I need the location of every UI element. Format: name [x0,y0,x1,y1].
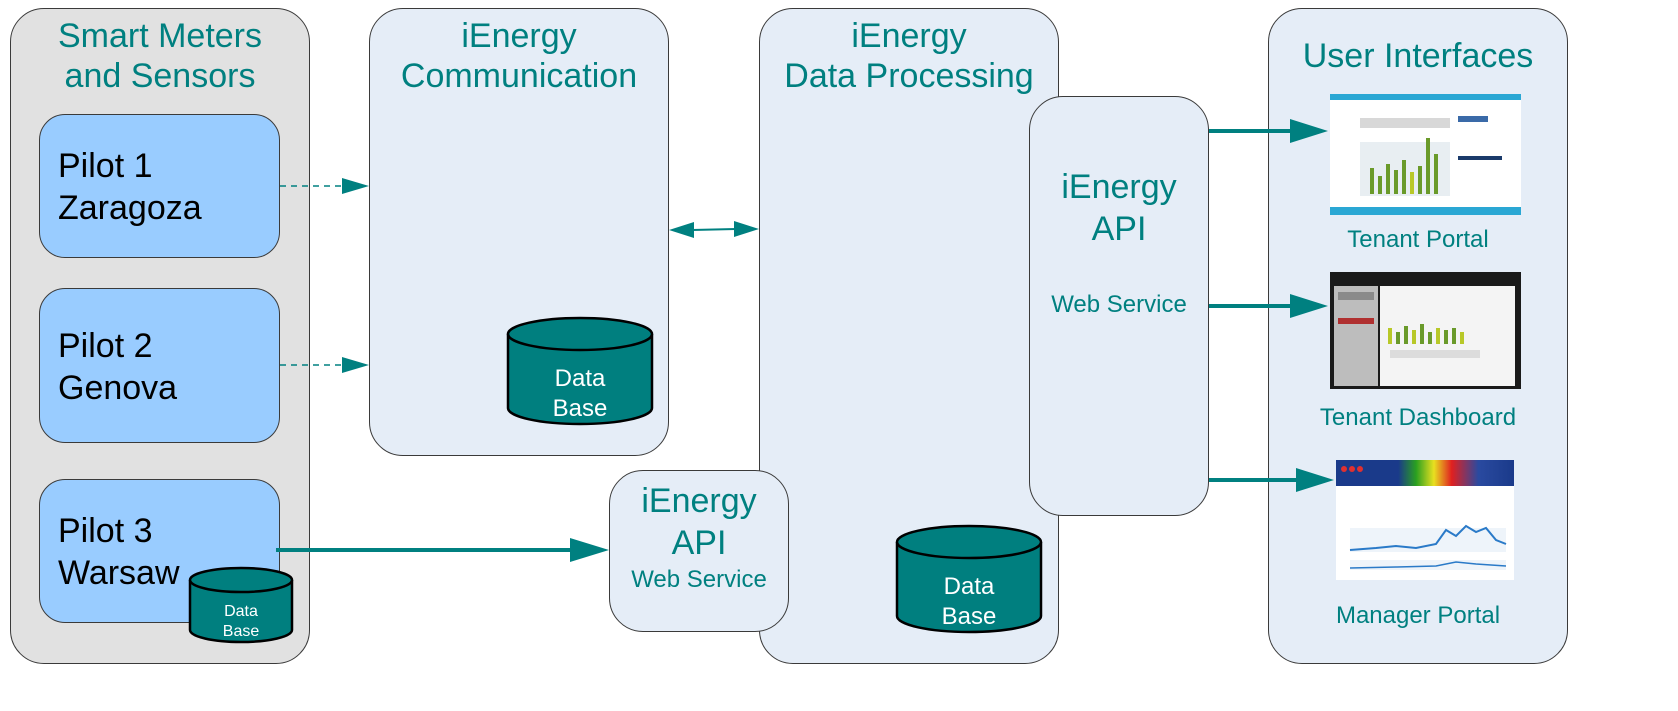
communication-processing-link [691,228,737,231]
warsaw-to-api-arrowhead [570,538,609,562]
api-main-subtitle: Web Service [1051,291,1187,318]
tenant-dashboard-thumbnail [1330,272,1521,389]
pilot3-database-label: Data Base [222,603,260,640]
manager-portal-screenshot-image [1336,460,1514,580]
database-cylinder-icon [506,316,654,426]
sensors-panel-title: Smart Meters and Sensors [57,17,263,95]
pilot-genova-box: Pilot 2 Genova [39,288,280,443]
pilot-genova-label: Pilot 2 Genova [58,327,178,407]
pilot-zaragoza-box: Pilot 1 Zaragoza [39,114,280,258]
genova-to-communication-arrowhead [342,357,369,373]
tenant-dashboard-screenshot-image [1330,272,1521,389]
tenant-portal-thumbnail [1330,94,1521,215]
tenant-dashboard-label: Tenant Dashboard [1319,404,1517,431]
api-to-tenant-dashboard-arrowhead [1290,294,1328,318]
pilot-warsaw-label: Pilot 3 Warsaw [58,512,180,592]
api-lower-box [609,470,789,632]
api-main-box [1029,96,1209,516]
processing-panel-title: iEnergy Data Processing [784,17,1034,95]
interfaces-panel-title: User Interfaces [1302,37,1534,75]
communication-processing-arrowhead-right [734,221,759,237]
communication-database: Data Base [506,316,654,426]
api-main-title: iEnergy API [1061,168,1177,248]
pilot-zaragoza-label: Pilot 1 Zaragoza [58,147,202,227]
tenant-portal-screenshot-image [1330,94,1521,215]
communication-database-label: Data Base [552,365,608,422]
processing-database: Data Base [895,524,1043,634]
zaragoza-to-communication-arrowhead [342,178,369,194]
api-lower-subtitle: Web Service [631,566,767,593]
communication-panel-title: iEnergy Communication [400,17,638,95]
database-cylinder-icon [188,566,294,644]
database-cylinder-icon [895,524,1043,634]
pilot3-database: Data Base [188,566,294,644]
api-lower-title: iEnergy API [641,482,757,562]
communication-processing-arrowhead-left [669,222,694,238]
processing-database-label: Data Base [941,573,997,630]
manager-portal-thumbnail [1336,460,1514,580]
tenant-portal-label: Tenant Portal [1347,226,1489,253]
api-to-tenant-portal-arrowhead [1290,119,1328,143]
manager-portal-label: Manager Portal [1335,602,1501,629]
api-to-manager-portal-arrowhead [1296,468,1334,492]
